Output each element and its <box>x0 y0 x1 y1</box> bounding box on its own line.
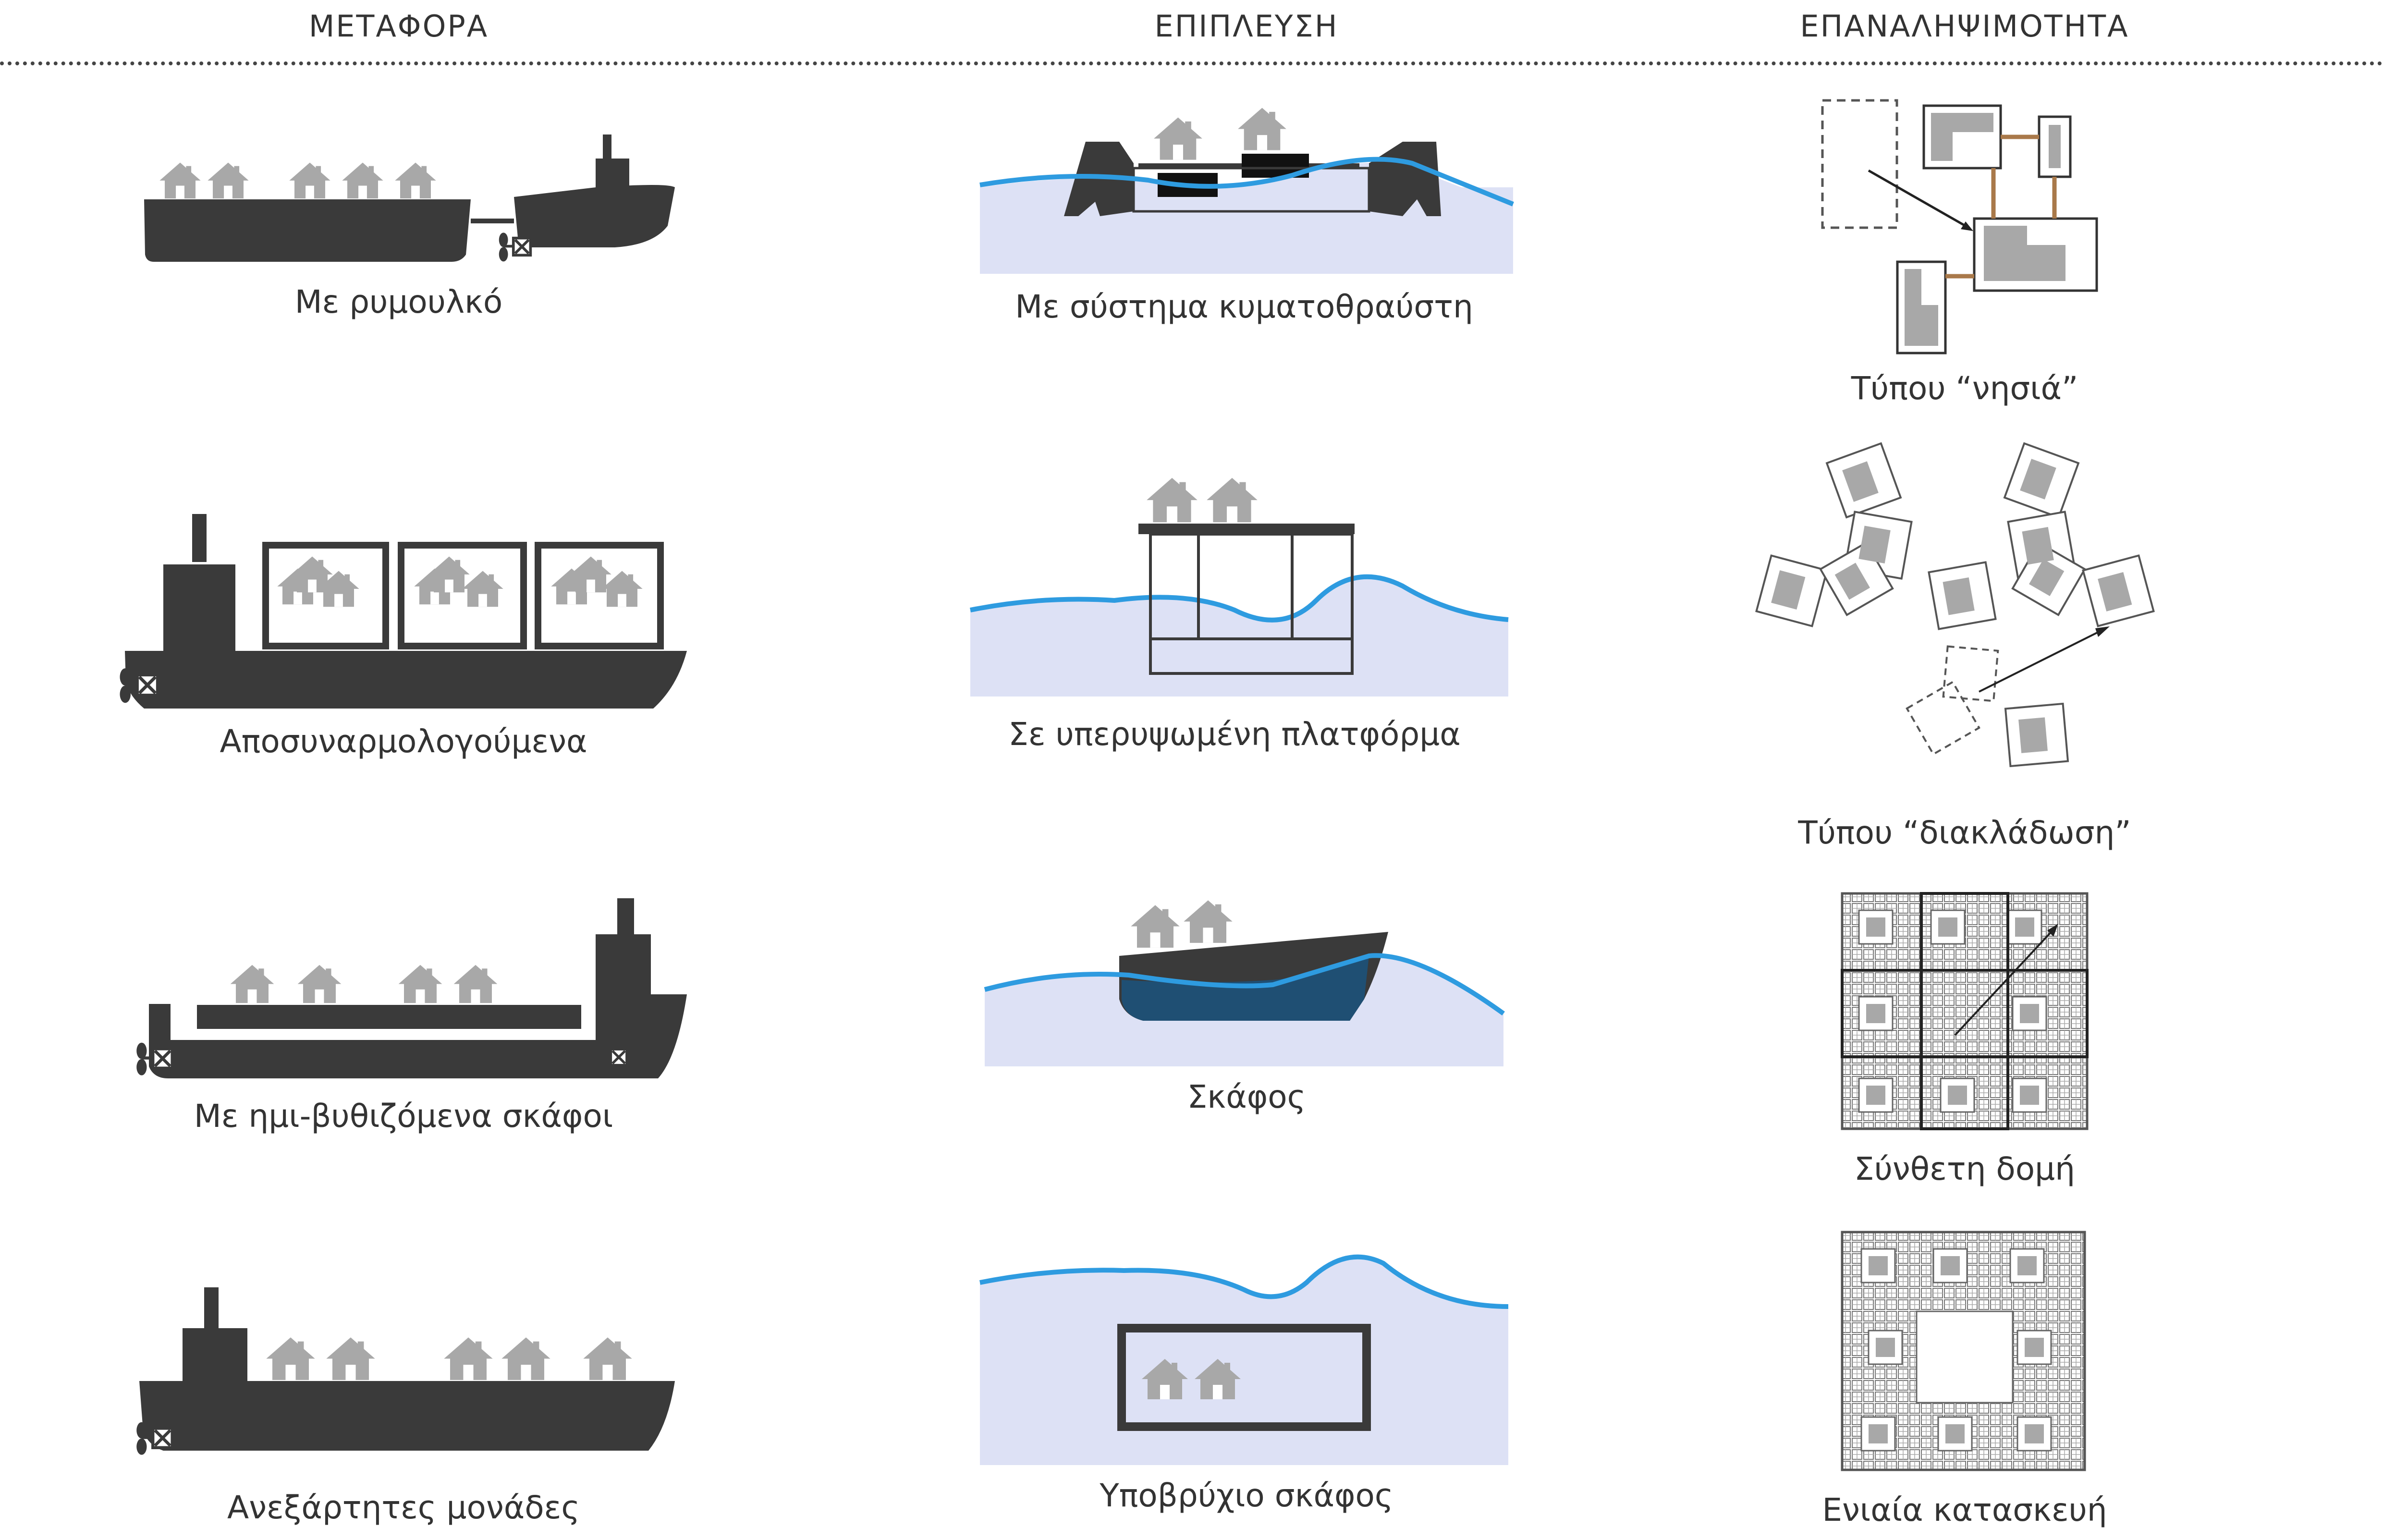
header-repeatability: ΕΠΑΝΑΛΗΨΙΜΟΤΗΤΑ <box>1800 9 2129 44</box>
caption-semi-submersible: Με ημι-βυθιζόμενα σκάφοι <box>194 1098 613 1135</box>
caption-disassembled: Αποσυναρμολογούμενα <box>220 723 587 760</box>
hull-vessel-icon <box>984 893 1505 1066</box>
caption-composite: Σύνθετη δομή <box>1854 1150 2075 1187</box>
island-type-icon <box>1821 98 2118 358</box>
header-transport: ΜΕΤΑΦΟΡΑ <box>308 9 489 44</box>
header-floating: ΕΠΙΠΛΕΥΣΗ <box>1154 9 1339 44</box>
caption-independent-units: Ανεξάρτητες μονάδες <box>227 1489 580 1526</box>
cargo-ship-icon <box>134 1287 687 1460</box>
branching-type-icon <box>1753 423 2186 769</box>
caption-branching: Τύπου “διακλάδωση” <box>1798 814 2131 851</box>
breakwater-icon <box>979 101 1514 274</box>
caption-breakwater: Με σύστημα κυματοθραύστη <box>1015 288 1473 325</box>
tugboat-icon <box>134 134 687 269</box>
submerged-vessel-icon <box>979 1244 1509 1465</box>
container-ship-icon <box>115 514 692 716</box>
composite-grid-icon <box>1840 891 2099 1136</box>
caption-tug: Με ρυμουλκό <box>294 283 503 320</box>
elevated-platform-icon <box>970 476 1509 697</box>
caption-islands: Τύπου “νησιά” <box>1851 370 2078 407</box>
unified-block-icon <box>1840 1230 2090 1475</box>
caption-submerged-vessel: Υποβρύχιο σκάφος <box>1100 1477 1393 1514</box>
caption-elevated-platform: Σε υπερυψωμένη πλατφόρμα <box>1008 716 1461 753</box>
caption-unified: Ενιαία κατασκευή <box>1822 1491 2107 1528</box>
dotted-separator <box>0 61 2383 65</box>
semi-submersible-icon <box>134 898 687 1086</box>
caption-vessel: Σκάφος <box>1187 1078 1306 1115</box>
